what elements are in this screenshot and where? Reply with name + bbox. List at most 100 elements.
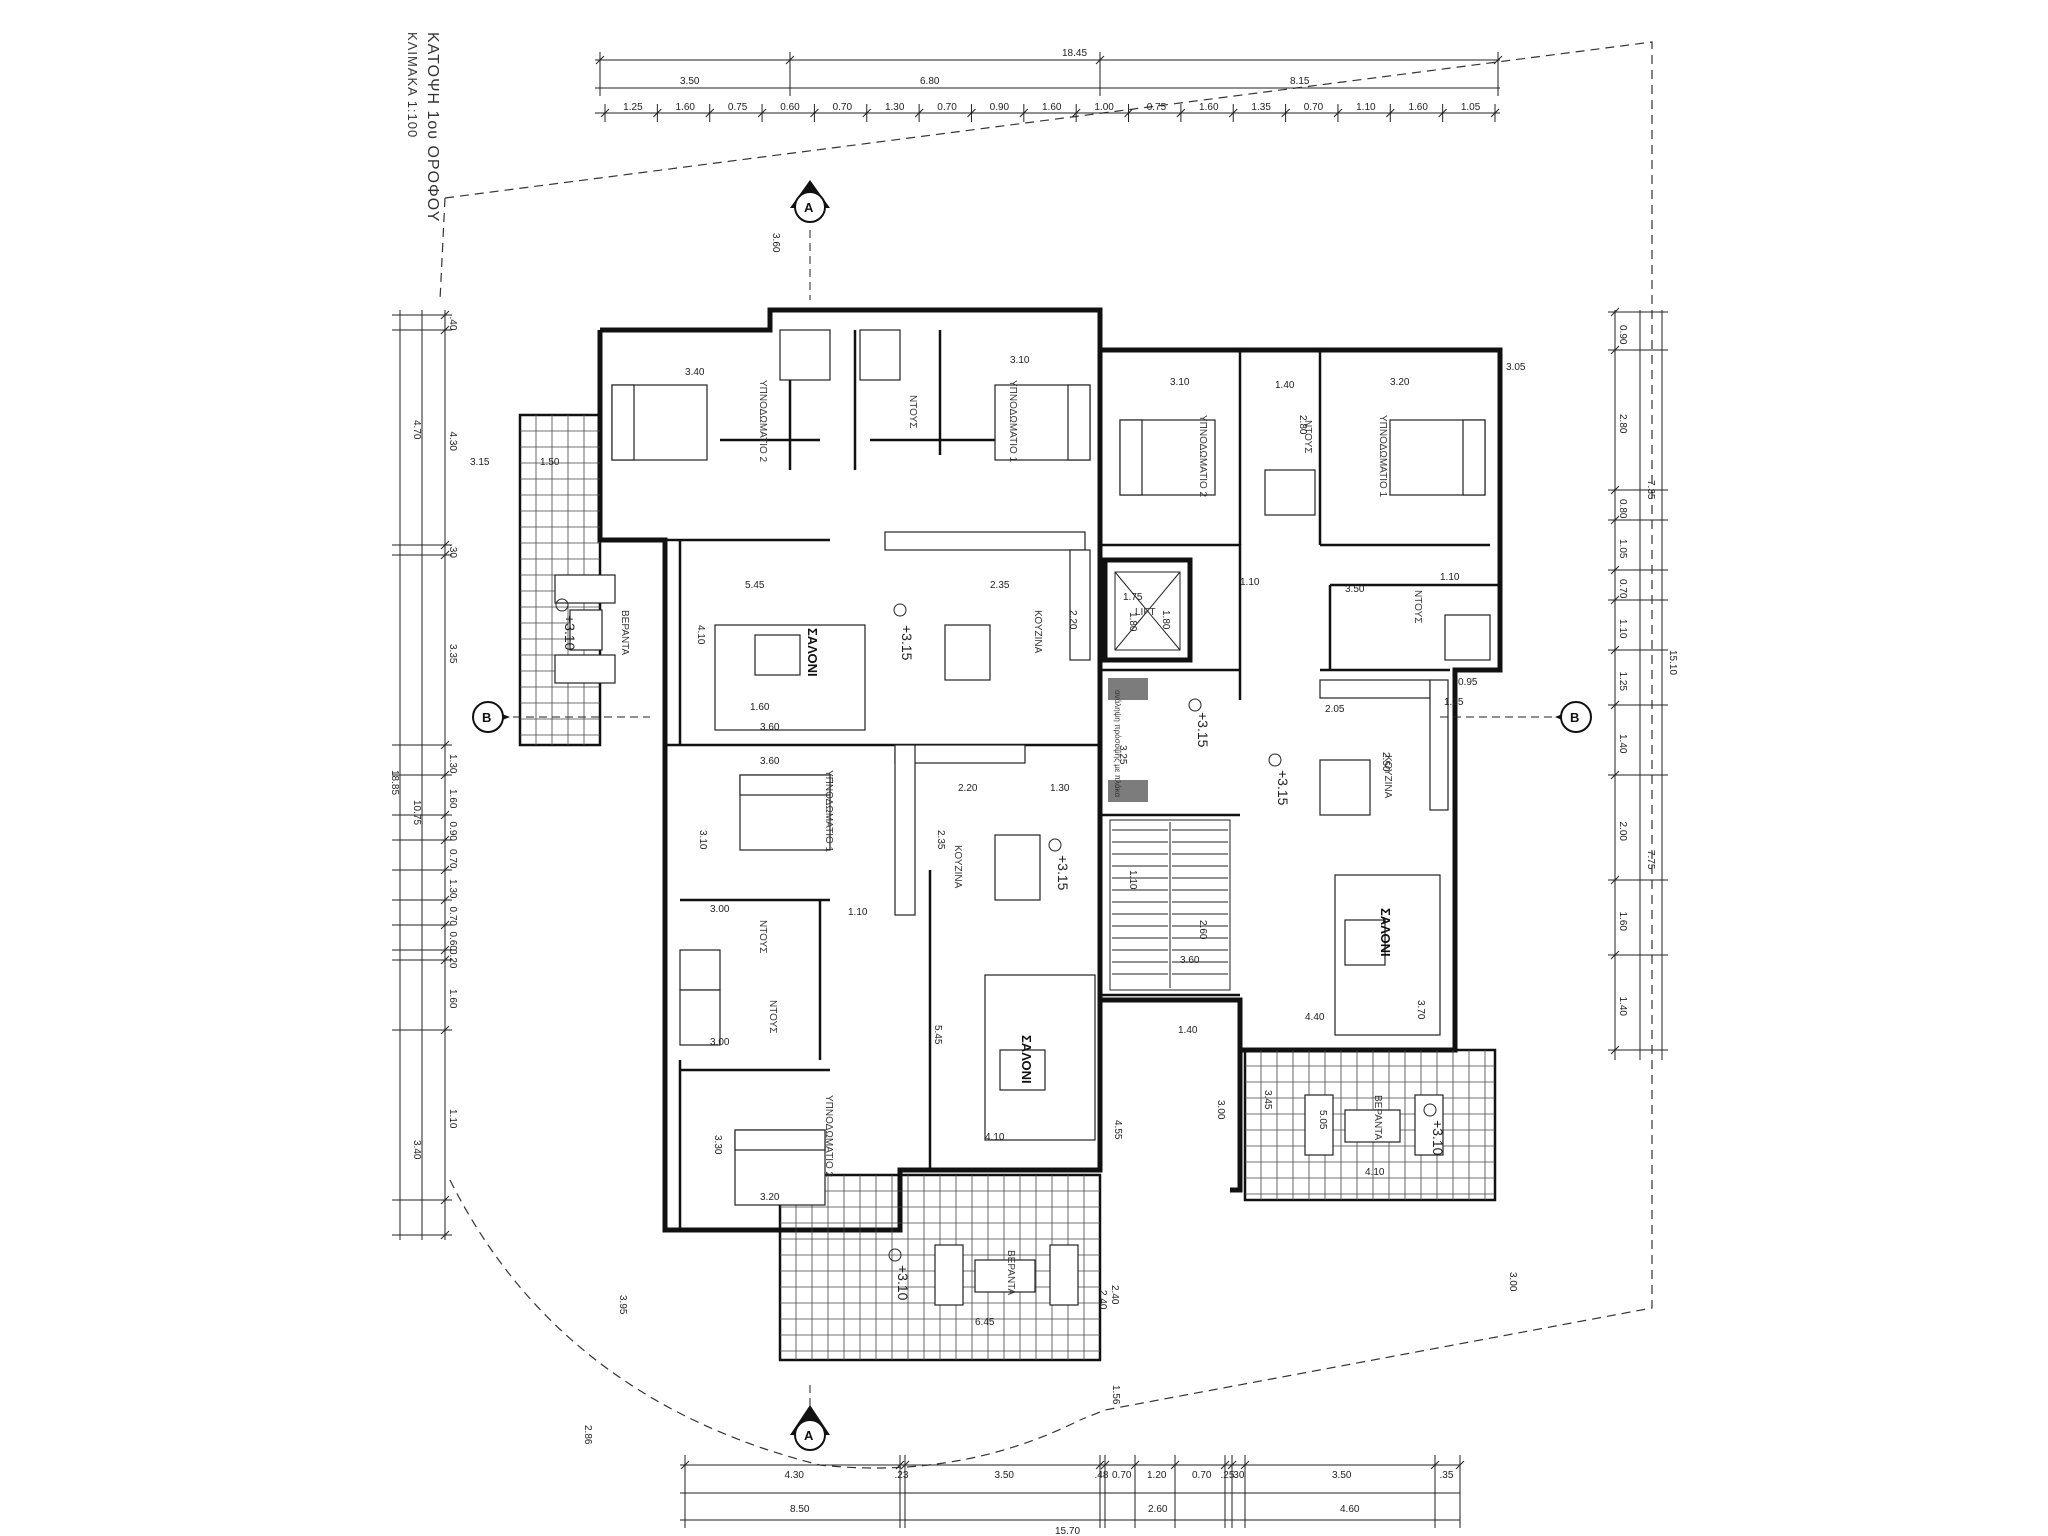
- level-315-d: +3.15: [1195, 712, 1211, 748]
- dim-inner: 3.15: [470, 457, 490, 468]
- label-bedroom1-c: ΥΠΝΟΔΩΜΑΤΙΟ 1: [823, 770, 834, 853]
- dim-inner: 4.10: [695, 625, 706, 645]
- dim-inner: 1.60: [750, 702, 770, 713]
- dim-inner: 2.35: [990, 580, 1010, 591]
- dim-inner: 3.60: [1180, 955, 1200, 966]
- dim-inner: 1.80: [1127, 612, 1138, 632]
- dim-left-detail: 0.20: [447, 949, 458, 969]
- label-kitchen-b: ΚΟΥΖΙΝΑ: [952, 845, 963, 889]
- dim-bottom-total: 15.70: [1055, 1526, 1080, 1536]
- dim-inner: 3.30: [712, 1135, 723, 1155]
- level-315-a: +3.15: [899, 625, 915, 661]
- dim-inner: 2.20: [958, 783, 978, 794]
- dim-top-detail: 1.30: [885, 102, 905, 113]
- section-marker-b-left: B: [472, 701, 650, 733]
- dim-left-detail: .30: [447, 544, 458, 558]
- plan-title-line2: ΚΛΙΜΑΚΑ 1:100: [405, 32, 420, 138]
- dim-inner: 3.60: [770, 233, 781, 253]
- section-marker-b-right-label: B: [1570, 710, 1579, 725]
- lift-label: LIFT: [1135, 607, 1156, 618]
- dim-inner: 5.45: [932, 1025, 943, 1045]
- dim-inner: 1.56: [1110, 1385, 1121, 1405]
- dim-left-sub-1: 4.70: [411, 420, 422, 440]
- dim-top-detail: 0.60: [780, 102, 800, 113]
- label-shower-b: ΝΤΟΥΣ: [1302, 420, 1313, 453]
- label-veranda-c: ΒΕΡΑΝΤΑ: [1372, 1095, 1383, 1141]
- dim-top-detail: 1.60: [1408, 102, 1428, 113]
- label-living-a: ΣΑΛΟΝΙ: [805, 628, 820, 677]
- dim-bottom-sub-2: 2.60: [1148, 1504, 1168, 1515]
- dim-bottom-detail: .30: [1231, 1470, 1245, 1481]
- label-bedroom1-a: ΥΠΝΟΔΩΜΑΤΙΟ 1: [1007, 380, 1018, 463]
- dim-inner: 3.60: [760, 722, 780, 733]
- dim-inner: 3.10: [697, 830, 708, 850]
- dim-inner: 0.95: [1458, 677, 1478, 688]
- level-310-b: +3.10: [1430, 1120, 1446, 1156]
- dim-left-detail: 1.60: [447, 989, 458, 1009]
- label-bedroom2-a: ΥΠΝΟΔΩΜΑΤΙΟ 2: [757, 380, 768, 463]
- dim-inner: 4.40: [1305, 1012, 1325, 1023]
- dim-inner: 5.05: [1317, 1110, 1328, 1130]
- label-veranda-a: ΒΕΡΑΝΤΑ: [619, 610, 630, 656]
- dim-left-total: 18.85: [389, 770, 400, 795]
- staircase: [1108, 678, 1231, 991]
- dim-bottom-detail: .48: [1095, 1470, 1109, 1481]
- dim-top-detail: 0.70: [833, 102, 853, 113]
- level-marks: +3.15 +3.15 +3.15 +3.15 +3.10 +3.10 +3.1…: [555, 598, 1446, 1301]
- dim-inner: 1.10: [1127, 870, 1138, 890]
- dim-inner: 3.00: [1507, 1272, 1518, 1292]
- dim-inner: 2.35: [935, 830, 946, 850]
- veranda-right: [1243, 1048, 1497, 1202]
- dim-top-sub-3: 8.15: [1290, 76, 1310, 87]
- dim-top-detail: 1.60: [1199, 102, 1219, 113]
- dim-inner: 2.20: [1067, 610, 1078, 630]
- label-shower-d: ΝΤΟΥΣ: [757, 920, 768, 953]
- dim-inner: 1.10: [1240, 577, 1260, 588]
- dim-inner: 3.20: [1390, 377, 1410, 388]
- dim-inner: 6.45: [975, 1317, 995, 1328]
- section-marker-a-bottom-label: A: [804, 1428, 814, 1443]
- dim-inner: 1.80: [1160, 610, 1171, 630]
- dim-top-detail: 1.60: [1042, 102, 1062, 113]
- dim-inner: 1.40: [1275, 380, 1295, 391]
- dim-right-detail: 1.25: [1617, 672, 1628, 692]
- dim-inner: 2.40: [1109, 1285, 1120, 1305]
- dim-top-detail: 0.75: [1147, 102, 1167, 113]
- label-shower-c: ΝΤΟΥΣ: [1412, 590, 1423, 623]
- dim-top-detail: 1.60: [676, 102, 696, 113]
- dim-right-detail: 1.60: [1617, 912, 1628, 932]
- dim-inner: 2.80: [1297, 415, 1308, 435]
- dim-inner: 1.75: [1123, 592, 1143, 603]
- dim-inner: 1.40: [1178, 1025, 1198, 1036]
- dim-inner: 1.25: [1444, 697, 1464, 708]
- dim-inner: 1.10: [848, 907, 868, 918]
- dim-right-sub-1: 7.35: [1645, 480, 1656, 500]
- section-marker-a-bottom: A: [790, 1385, 830, 1451]
- room-labels: ΥΠΝΟΔΩΜΑΤΙΟ 2 ΥΠΝΟΔΩΜΑΤΙΟ 1 ΥΠΝΟΔΩΜΑΤΙΟ …: [619, 380, 1423, 1296]
- dim-bottom-sub-1: 8.50: [790, 1504, 810, 1515]
- label-kitchen-a: ΚΟΥΖΙΝΑ: [1032, 610, 1043, 654]
- dim-bottom-detail: .23: [895, 1470, 909, 1481]
- dim-left-detail: .40: [447, 317, 458, 331]
- dim-inner: 2.50: [1380, 752, 1391, 772]
- label-shower-a: ΝΤΟΥΣ: [907, 395, 918, 428]
- dim-bottom-detail: .35: [1440, 1470, 1454, 1481]
- dim-top-detail: 1.25: [623, 102, 643, 113]
- dim-left-detail: 0.70: [447, 849, 458, 869]
- plan-title: ΚΑΤΟΨΗ 1ου ΟΡΟΦΟΥ ΚΛΙΜΑΚΑ 1:100: [405, 32, 441, 222]
- furniture: [611, 329, 1491, 1206]
- dim-inner: 3.10: [1170, 377, 1190, 388]
- label-veranda-b: ΒΕΡΑΝΤΑ: [1005, 1250, 1016, 1296]
- veranda-bottom: [778, 1173, 1102, 1362]
- dim-inner: 2.60: [1197, 920, 1208, 940]
- veranda-left: [518, 413, 616, 747]
- level-310-a: +3.10: [895, 1265, 911, 1301]
- dim-left-sub-3: 3.40: [411, 1140, 422, 1160]
- label-kitchen-c: ΚΟΥΖΙΝΑ: [1382, 755, 1393, 799]
- dim-left-detail: 4.30: [447, 432, 458, 452]
- dim-bottom-detail: 4.30: [785, 1470, 805, 1481]
- dim-bottom-detail: 0.70: [1112, 1470, 1132, 1481]
- dim-inner: 3.70: [1415, 1000, 1426, 1020]
